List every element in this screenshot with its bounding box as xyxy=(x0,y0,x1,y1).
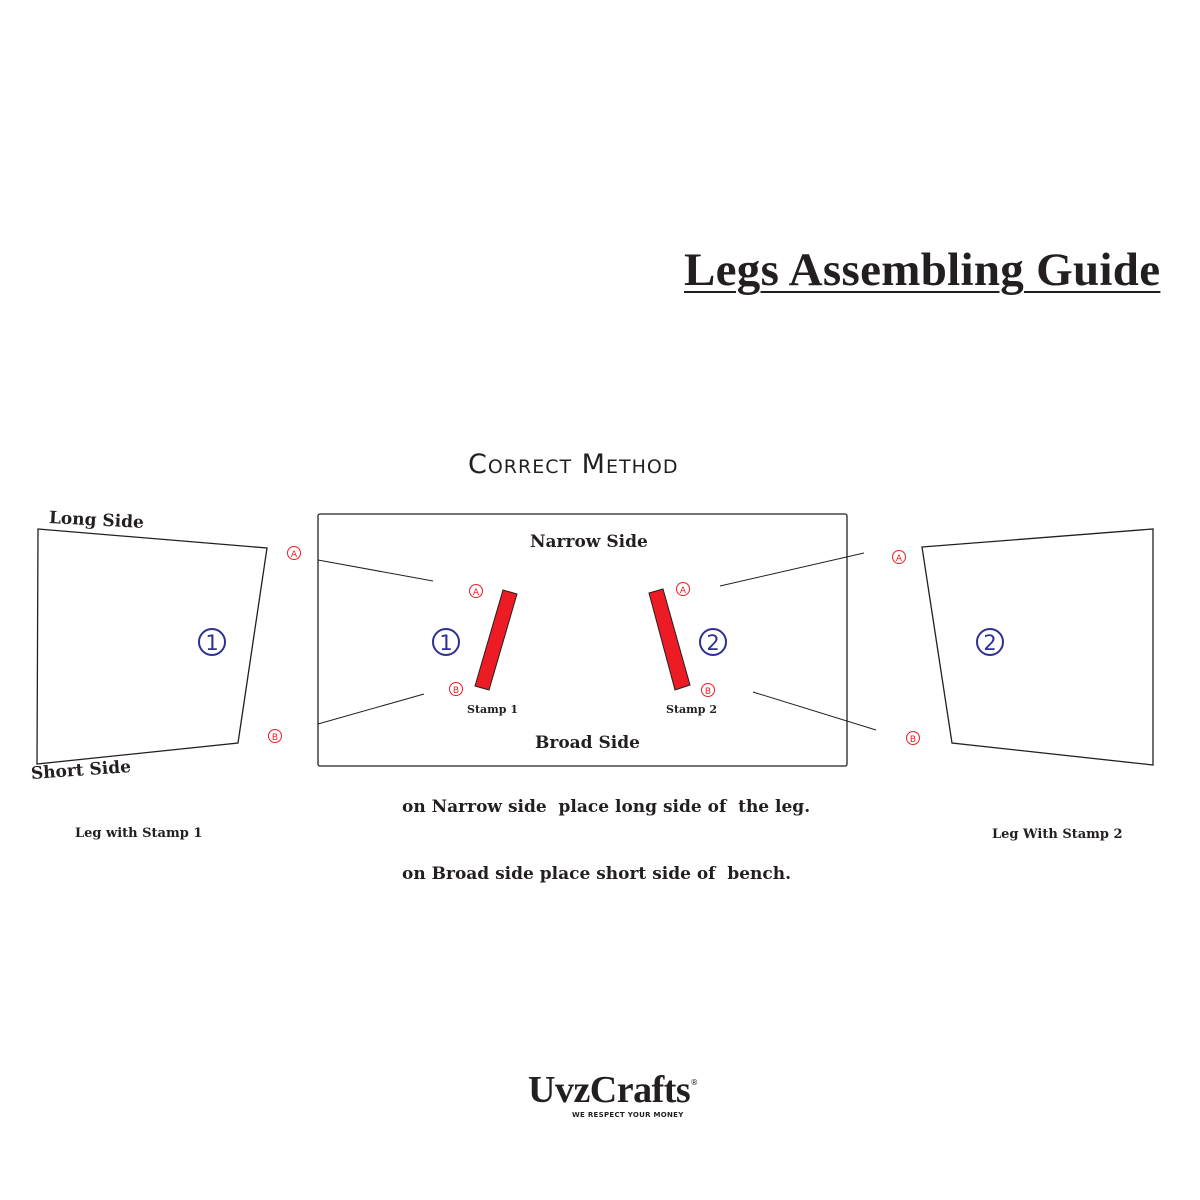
bench-top-outline xyxy=(317,513,848,767)
svg-text:B: B xyxy=(272,733,278,743)
broad-side-label: Broad Side xyxy=(535,733,640,753)
right-leg-outline xyxy=(921,528,1154,766)
instruction-narrow-side: on Narrow side place long side of the le… xyxy=(402,797,811,817)
svg-text:B: B xyxy=(453,686,459,696)
svg-text:2: 2 xyxy=(706,631,719,655)
stamp-2-label: Stamp 2 xyxy=(666,703,717,716)
svg-text:B: B xyxy=(910,735,916,745)
marker-1-bench: 1 xyxy=(432,628,460,656)
brand-logo: UvzCrafts® WE RESPECT YOUR MONEY xyxy=(528,1069,699,1119)
leg-2-caption: Leg With Stamp 2 xyxy=(992,827,1123,842)
narrow-side-label: Narrow Side xyxy=(530,532,648,552)
marker-b-left-leg: B xyxy=(268,729,282,743)
svg-text:A: A xyxy=(680,586,687,596)
svg-text:A: A xyxy=(896,554,903,564)
stamp-1-rect xyxy=(474,589,518,691)
left-leg-outline xyxy=(36,528,268,765)
connector-line-right-b xyxy=(752,691,877,731)
stamp-1-label: Stamp 1 xyxy=(467,703,518,716)
brand-tagline: WE RESPECT YOUR MONEY xyxy=(572,1111,684,1119)
connector-line-right-a xyxy=(719,552,865,587)
marker-a-right-leg: A xyxy=(892,550,906,564)
marker-a-stamp-1: A xyxy=(469,584,483,598)
svg-text:2: 2 xyxy=(983,631,996,655)
registered-mark: ® xyxy=(690,1078,699,1087)
svg-text:B: B xyxy=(705,687,711,697)
svg-text:1: 1 xyxy=(439,631,452,655)
marker-2-right-leg: 2 xyxy=(976,628,1004,656)
connector-line-left-a xyxy=(317,559,434,582)
svg-text:A: A xyxy=(291,550,298,560)
marker-b-right-leg: B xyxy=(906,731,920,745)
leg-1-caption: Leg with Stamp 1 xyxy=(75,826,203,841)
brand-name: UvzCrafts xyxy=(528,1069,691,1111)
stamp-2-rect xyxy=(648,588,691,691)
section-subtitle: Correct Method xyxy=(468,449,679,480)
svg-text:1: 1 xyxy=(205,631,218,655)
svg-text:A: A xyxy=(473,588,480,598)
page-title: Legs Assembling Guide xyxy=(684,244,1161,296)
marker-a-stamp-2: A xyxy=(676,582,690,596)
marker-a-left-leg: A xyxy=(287,546,301,560)
marker-2-bench: 2 xyxy=(699,628,727,656)
instruction-broad-side: on Broad side place short side of bench. xyxy=(402,864,792,884)
marker-b-stamp-1: B xyxy=(449,682,463,696)
marker-1-left-leg: 1 xyxy=(198,628,226,656)
marker-b-stamp-2: B xyxy=(701,683,715,697)
connector-line-left-b xyxy=(317,693,425,725)
